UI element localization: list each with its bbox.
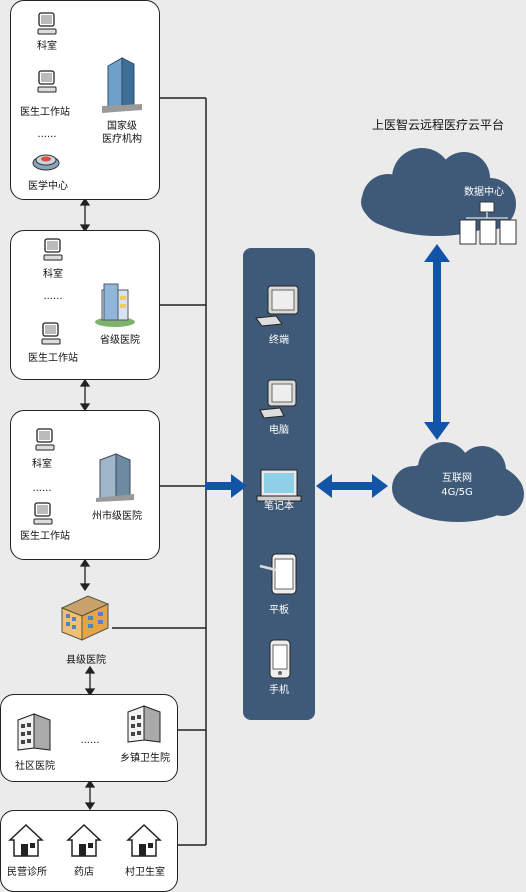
provincial-hospital-box — [10, 230, 160, 380]
computer-icon — [37, 70, 57, 93]
computer-icon — [35, 428, 55, 451]
private-clinic-label: 民营诊所 — [7, 867, 47, 878]
national-name-line2: 医疗机构 — [102, 134, 142, 145]
medical-center-label: 医学中心 — [28, 181, 68, 192]
ellipsis: ...... — [32, 483, 52, 494]
ellipsis: ...... — [37, 129, 57, 140]
township-health-center-label: 乡镇卫生院 — [120, 753, 170, 764]
house-icon — [8, 823, 44, 857]
building-block-icon — [17, 713, 51, 751]
ellipsis: ...... — [80, 735, 100, 746]
workstation-label: 医生工作站 — [28, 353, 78, 364]
device-label-laptop: 笔记本 — [264, 501, 294, 512]
city-hospital-box — [10, 410, 160, 560]
mobile-phone-icon — [269, 639, 291, 679]
hospital-building-icon — [95, 283, 135, 327]
terminal-icon — [255, 285, 299, 327]
laptop-icon — [256, 469, 302, 502]
building-block-icon — [127, 705, 161, 743]
community-hospital-label: 社区医院 — [15, 761, 55, 772]
device-label-terminal: 终端 — [269, 335, 289, 346]
office-building-icon — [96, 453, 134, 502]
county-hospital-name: 县级医院 — [66, 655, 106, 666]
ellipsis: ...... — [43, 291, 63, 302]
computer-icon — [33, 502, 53, 525]
device-label-phone: 手机 — [269, 685, 289, 696]
workstation-label: 医生工作站 — [20, 531, 70, 542]
computer-icon — [41, 322, 61, 345]
medical-center-icon — [32, 154, 60, 171]
skyscraper-icon — [102, 57, 142, 113]
dept-label: 科室 — [37, 41, 57, 52]
house-icon — [66, 823, 102, 857]
device-label-computer: 电脑 — [269, 425, 289, 436]
cloud-icon — [361, 148, 516, 236]
dept-label: 科室 — [43, 269, 63, 280]
device-label-tablet: 平板 — [269, 605, 289, 616]
tablet-icon — [259, 553, 297, 595]
computer-icon — [37, 12, 57, 35]
data-center-label: 数据中心 — [464, 187, 504, 198]
city-hospital-name: 州市级医院 — [92, 511, 142, 522]
computer-icon — [43, 238, 63, 261]
double-arrow-vertical-icon — [424, 244, 450, 440]
platform-title: 上医智云远程医疗云平台 — [371, 118, 504, 132]
county-hospital-icon — [60, 595, 110, 641]
cloud-icon — [392, 442, 524, 522]
pharmacy-label: 药店 — [74, 867, 94, 878]
village-clinic-label: 村卫生室 — [125, 867, 165, 878]
double-arrow-horizontal-icon — [316, 474, 388, 498]
network-generation-label: 4G/5G — [441, 487, 473, 498]
national-name-line1: 国家级 — [107, 121, 137, 132]
workstation-label: 医生工作站 — [20, 107, 70, 118]
arrow-right-icon — [205, 474, 247, 498]
house-icon — [126, 823, 162, 857]
internet-label: 互联网 — [442, 473, 472, 484]
server-rack-icon — [459, 201, 517, 245]
dept-label: 科室 — [32, 459, 52, 470]
provincial-hospital-name: 省级医院 — [100, 335, 140, 346]
desktop-computer-icon — [259, 379, 297, 419]
